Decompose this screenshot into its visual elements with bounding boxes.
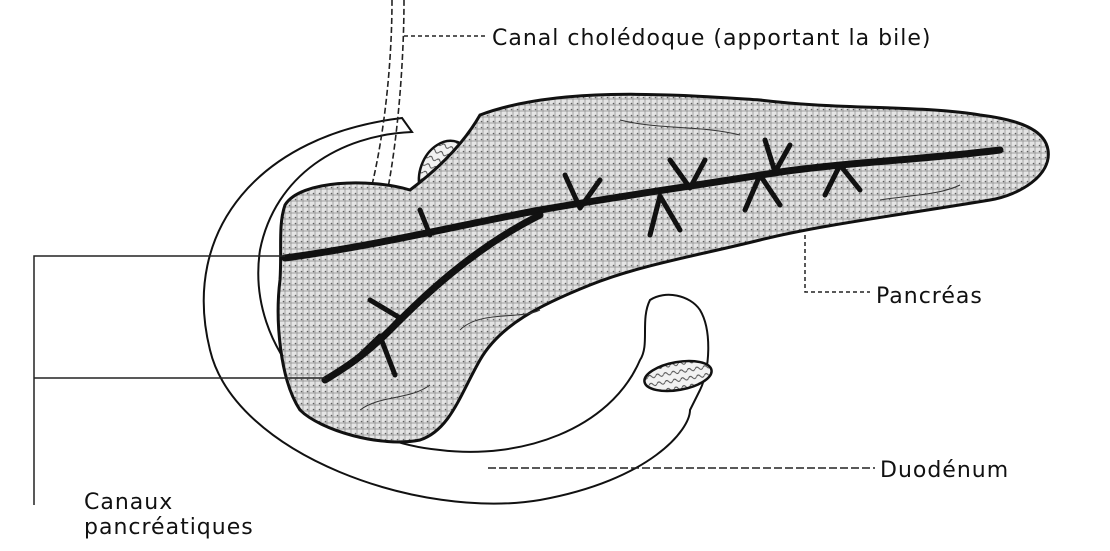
label-duodenum: Duodénum (880, 460, 1009, 482)
label-canaux-line2: pancréatiques (84, 515, 254, 540)
label-pancreas: Pancréas (876, 286, 983, 308)
label-canaux-line1: Canaux (84, 490, 254, 515)
bile-duct-tube (388, 0, 404, 188)
bile-duct-tube (372, 0, 392, 185)
label-canal-choledoque: Canal cholédoque (apportant la bile) (492, 28, 931, 50)
label-canaux-pancreatiques: Canaux pancréatiques (84, 490, 254, 541)
